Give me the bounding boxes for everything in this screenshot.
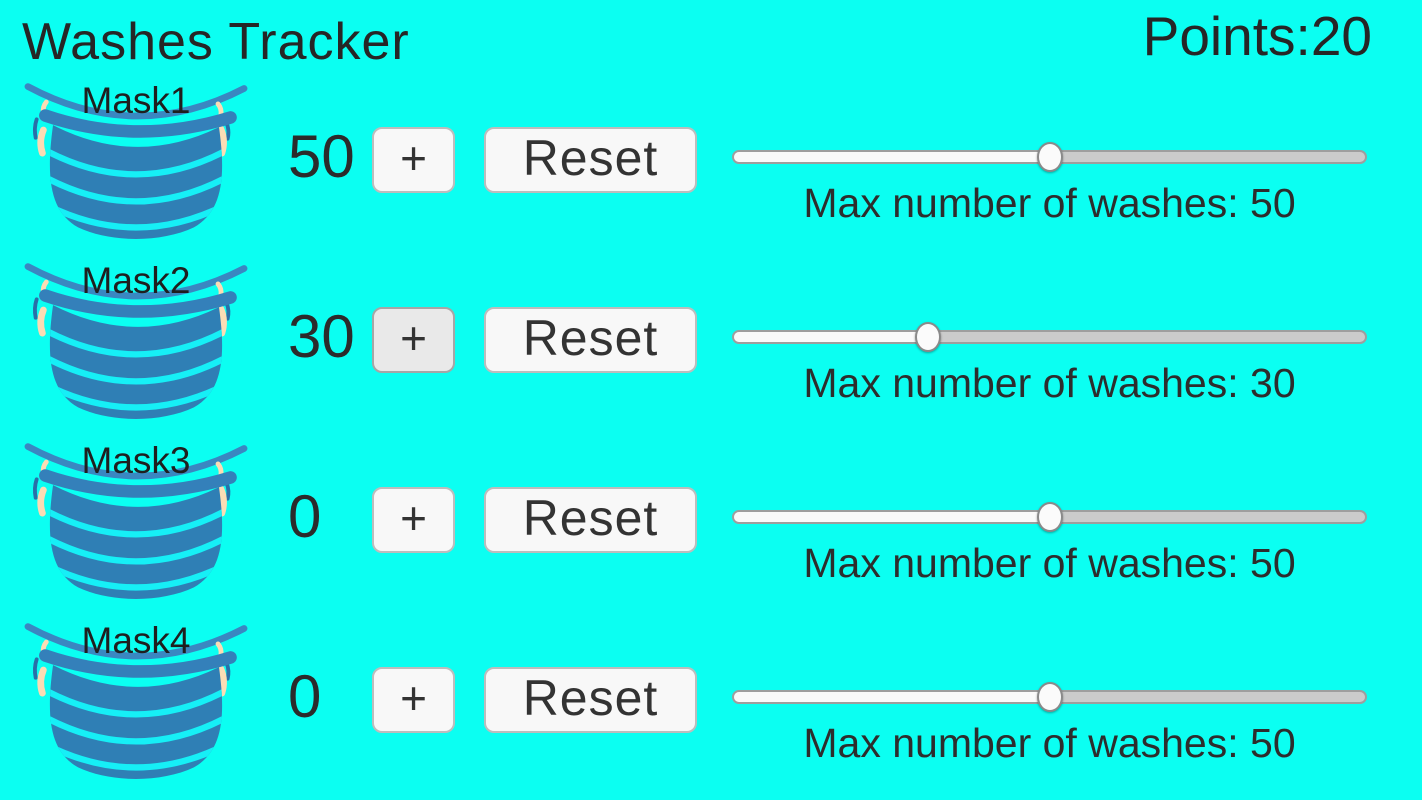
mask-strap-arc (24, 443, 248, 480)
mask-icon (24, 623, 248, 779)
reset-button[interactable]: Reset (484, 667, 697, 733)
mask-stripes (49, 147, 223, 231)
mask-row-2: Mask2 30 + Reset Max number of washes: 3… (0, 255, 1422, 435)
mask-rim (39, 289, 237, 318)
wash-count: 50 (288, 123, 355, 190)
max-washes-slider[interactable] (732, 142, 1367, 172)
slider-fill (734, 512, 1048, 522)
mask-figure: Mask1 (18, 75, 260, 245)
mask-label: Mask3 (81, 440, 191, 481)
mask-strap-arc (24, 263, 248, 300)
max-washes-label: Max number of washes: 50 (803, 720, 1296, 766)
max-washes-control: Max number of washes: 30 (732, 322, 1367, 407)
mask-ear-left-dark (32, 657, 39, 680)
slider-fill (734, 332, 926, 342)
max-washes-slider[interactable] (732, 322, 1367, 352)
mask-icon (24, 83, 248, 239)
mask-label: Mask4 (81, 620, 191, 661)
increment-button[interactable]: + (372, 667, 455, 733)
mask-rim (39, 469, 237, 498)
max-washes-slider[interactable] (732, 502, 1367, 532)
mask-ear-right-skin (217, 665, 227, 697)
max-washes-control: Max number of washes: 50 (732, 502, 1367, 587)
page-title: Washes Tracker (22, 13, 410, 71)
mask-ear-left-skin (37, 126, 47, 157)
mask-figure: Mask2 (18, 255, 260, 425)
mask-ear-right-skin (217, 125, 227, 157)
increment-button[interactable]: + (372, 127, 455, 193)
mask-rows: Mask1 50 + Reset Max number of washes: 5… (0, 75, 1422, 795)
slider-thumb[interactable] (1036, 142, 1063, 172)
mask-figure: Mask4 (18, 615, 260, 785)
mask-ear-right-skin (217, 305, 227, 337)
max-washes-label: Max number of washes: 50 (803, 540, 1296, 586)
mask-ear-left-dark (32, 117, 39, 140)
mask-stripes (49, 327, 223, 411)
mask-body (49, 485, 223, 599)
wash-count: 0 (288, 663, 322, 730)
mask-row-1: Mask1 50 + Reset Max number of washes: 5… (0, 75, 1422, 255)
slider-thumb[interactable] (914, 322, 941, 352)
points-display: Points:20 (1143, 4, 1372, 68)
mask-icon (24, 443, 248, 599)
points-label: Points: (1142, 5, 1311, 67)
increment-button[interactable]: + (372, 487, 455, 553)
mask-ear-left-dark (32, 477, 39, 500)
wash-count: 30 (288, 303, 355, 370)
max-washes-slider[interactable] (732, 682, 1367, 712)
app-header: Washes Tracker Points:20 (0, 0, 1422, 75)
mask-strap-arc (24, 623, 248, 660)
mask-ear-right-dark (224, 121, 231, 141)
mask-strap-arc (24, 83, 248, 120)
points-value: 20 (1310, 5, 1372, 67)
slider-fill (734, 692, 1048, 702)
mask-ear-right-skin-top (215, 101, 224, 117)
mask-stripes (49, 507, 223, 591)
mask-ear-left-skin (37, 486, 47, 517)
wash-count: 0 (288, 483, 322, 550)
mask-ear-left-skin (37, 666, 47, 697)
slider-thumb[interactable] (1036, 502, 1063, 532)
mask-label: Mask2 (81, 260, 191, 301)
mask-rim (39, 109, 237, 138)
mask-ear-left-dark (32, 297, 39, 320)
slider-fill (734, 152, 1048, 162)
mask-body (49, 125, 223, 239)
max-washes-control: Max number of washes: 50 (732, 142, 1367, 227)
reset-button[interactable]: Reset (484, 487, 697, 553)
mask-ear-right-skin-top (215, 461, 224, 477)
mask-ear-right-skin-top (215, 281, 224, 297)
mask-ear-right-dark (224, 481, 231, 501)
mask-rim (39, 649, 237, 678)
reset-button[interactable]: Reset (484, 127, 697, 193)
mask-figure: Mask3 (18, 435, 260, 605)
mask-body (49, 665, 223, 779)
mask-stripes (49, 687, 223, 771)
mask-ear-left-skin (37, 306, 47, 337)
mask-ear-right-dark (224, 301, 231, 321)
mask-body (49, 305, 223, 419)
mask-icon (24, 263, 248, 419)
mask-row-3: Mask3 0 + Reset Max number of washes: 50 (0, 435, 1422, 615)
mask-row-4: Mask4 0 + Reset Max number of washes: 50 (0, 615, 1422, 795)
max-washes-label: Max number of washes: 50 (803, 180, 1296, 226)
increment-button[interactable]: + (372, 307, 455, 373)
mask-ear-right-skin (217, 485, 227, 517)
mask-ear-right-dark (224, 661, 231, 681)
max-washes-label: Max number of washes: 30 (803, 360, 1296, 406)
slider-thumb[interactable] (1036, 682, 1063, 712)
mask-label: Mask1 (81, 80, 191, 121)
mask-ear-right-skin-top (215, 641, 224, 657)
max-washes-control: Max number of washes: 50 (732, 682, 1367, 767)
reset-button[interactable]: Reset (484, 307, 697, 373)
